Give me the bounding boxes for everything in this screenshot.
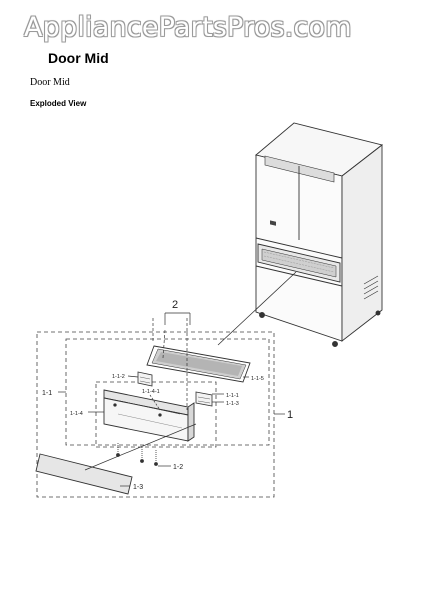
label-1-3: 1-3 (133, 484, 143, 491)
assembly-1-1-boundary (65, 338, 270, 446)
part-1-3-trim (35, 453, 133, 495)
bracket-left (137, 371, 153, 387)
page-title: Door Mid (48, 50, 109, 66)
screws (116, 443, 158, 466)
site-watermark: AppliancePartsPros.com (24, 12, 352, 43)
label-1-2: 1-2 (173, 464, 183, 471)
label-1-1-5: 1-1-5 (251, 376, 264, 382)
refrigerator-illustration (217, 122, 384, 347)
bracket-right (195, 391, 213, 407)
label-1-1-3: 1-1-3 (226, 401, 239, 407)
page-subtitle: Door Mid (30, 77, 70, 88)
leader-lines (58, 312, 285, 487)
label-assembly-1: 1 (287, 409, 293, 421)
label-1-1-4: 1-1-4 (70, 411, 83, 417)
label-1-1-4-1: 1-1-4-1 (142, 389, 160, 395)
label-1-1: 1-1 (42, 390, 52, 397)
part-1-1-4-door-face (103, 389, 195, 442)
subassembly-boundary (95, 381, 217, 448)
assembly-1-boundary (36, 331, 275, 498)
label-1-1-2: 1-1-2 (112, 374, 125, 380)
label-group-2: 2 (172, 299, 178, 311)
part-1-1-5-panel (146, 345, 251, 383)
section-heading: Exploded View (30, 99, 87, 108)
callout-labels: 2 1 1-1 1-1-4 1-1-2 1-1-4-1 1-1-5 1-1-1 … (42, 299, 293, 491)
assembly-boundaries (36, 331, 275, 498)
label-1-1-1: 1-1-1 (226, 393, 239, 399)
